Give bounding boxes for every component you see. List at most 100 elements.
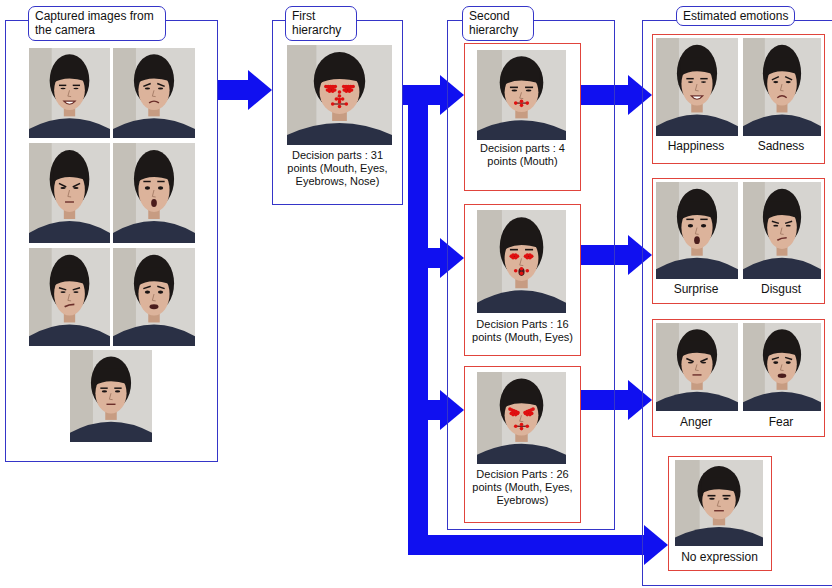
- arrow-head: [440, 390, 464, 430]
- face-photo: [29, 143, 110, 243]
- decision-parts: Decision Parts : 26 points (Mouth, Eyes,…: [468, 468, 577, 508]
- bangs: [766, 201, 797, 219]
- face-photo: [29, 48, 110, 138]
- eyebrow: [525, 249, 533, 251]
- arrow-shaft: [581, 85, 629, 105]
- hoodie: [477, 290, 566, 313]
- face-photo: [675, 460, 763, 546]
- landmark-dot: [334, 85, 338, 89]
- mouth: [694, 236, 700, 244]
- eye: [701, 224, 706, 227]
- eye: [688, 224, 693, 227]
- eye: [526, 89, 532, 91]
- hoodie: [477, 444, 566, 464]
- hoodie: [29, 221, 110, 243]
- landmark-dot: [338, 105, 342, 109]
- landmark-dot: [520, 272, 524, 276]
- photo-background: [29, 143, 110, 243]
- face-photo: [656, 323, 738, 411]
- eye: [60, 291, 65, 293]
- landmark-dot: [514, 269, 518, 273]
- hoodie: [70, 422, 152, 442]
- face-photo: [743, 182, 821, 279]
- hierarchy-box: First hierarchyDecision parts : 31 point…: [272, 20, 403, 205]
- eye: [723, 498, 729, 500]
- arrow-head: [248, 70, 272, 110]
- arrow-shaft: [581, 245, 629, 265]
- eye: [688, 81, 693, 83]
- eye: [709, 498, 715, 500]
- face-photo: [113, 248, 195, 346]
- photo-background: [743, 182, 821, 279]
- mouth: [149, 304, 158, 309]
- eye: [688, 362, 693, 364]
- mouth: [691, 96, 702, 99]
- face-photo: [29, 248, 110, 346]
- landmark-dot: [348, 90, 352, 94]
- landmark-dot: [520, 104, 524, 108]
- landmark-dot: [525, 424, 529, 428]
- hoodie: [477, 120, 566, 140]
- nose: [152, 90, 155, 96]
- arrow-shaft: [218, 80, 249, 100]
- hoodie: [656, 114, 738, 136]
- eyebrow: [157, 84, 164, 87]
- eye: [158, 186, 163, 190]
- eyebrow: [59, 288, 66, 290]
- bangs: [766, 341, 797, 358]
- nose: [695, 364, 698, 370]
- image-panel: Captured images from the camera: [5, 20, 218, 462]
- eye: [786, 361, 791, 364]
- mouth: [692, 374, 701, 375]
- emotion-box: AngerFear: [652, 319, 825, 437]
- hoodie: [743, 392, 821, 411]
- landmark-dot: [528, 413, 532, 417]
- eyebrow: [59, 183, 66, 187]
- arrow-head: [440, 75, 464, 115]
- eyebrow: [686, 358, 693, 361]
- landmark-dot: [520, 267, 524, 271]
- landmark-dot: [525, 101, 529, 105]
- landmark-dot: [523, 411, 527, 415]
- hoodie: [113, 221, 195, 243]
- photo-background: [477, 210, 566, 313]
- landmark-dot: [341, 97, 345, 101]
- eyebrow: [143, 286, 150, 288]
- eye: [145, 88, 150, 90]
- eye: [512, 89, 518, 91]
- nose: [68, 90, 71, 96]
- mouth: [64, 101, 75, 104]
- eyebrow: [143, 181, 150, 182]
- eye: [158, 88, 163, 90]
- eyebrow: [700, 219, 707, 220]
- eye: [145, 186, 150, 190]
- face-photo: [656, 182, 738, 279]
- face-photo: [477, 372, 566, 464]
- photo-background: [113, 143, 195, 243]
- bangs: [138, 163, 171, 182]
- nose: [520, 258, 524, 265]
- hoodie: [743, 258, 821, 279]
- landmark-dot: [345, 90, 349, 94]
- eyebrow: [157, 181, 164, 182]
- decision-box: Decision Parts : 16 points (Mouth, Eyes): [464, 204, 581, 356]
- nose: [780, 364, 783, 370]
- mouth: [151, 199, 157, 207]
- eye: [773, 81, 778, 83]
- hoodie: [656, 392, 738, 411]
- mouth: [518, 268, 524, 276]
- bangs: [504, 68, 540, 85]
- eyebrow: [772, 77, 779, 80]
- hierarchy-panel: Second hierarchyDecision parts : 4 point…: [447, 20, 615, 530]
- face-photo: [656, 38, 738, 136]
- eye: [786, 81, 791, 83]
- eyebrow: [772, 357, 779, 359]
- bangs: [681, 341, 714, 358]
- bangs: [504, 231, 540, 251]
- eye: [60, 187, 65, 189]
- face-photo: [113, 143, 195, 243]
- arrow-head: [644, 525, 668, 565]
- eyebrow: [59, 85, 66, 86]
- decision-parts: Decision parts : 4 points (Mouth): [468, 142, 577, 168]
- hoodie: [675, 527, 763, 546]
